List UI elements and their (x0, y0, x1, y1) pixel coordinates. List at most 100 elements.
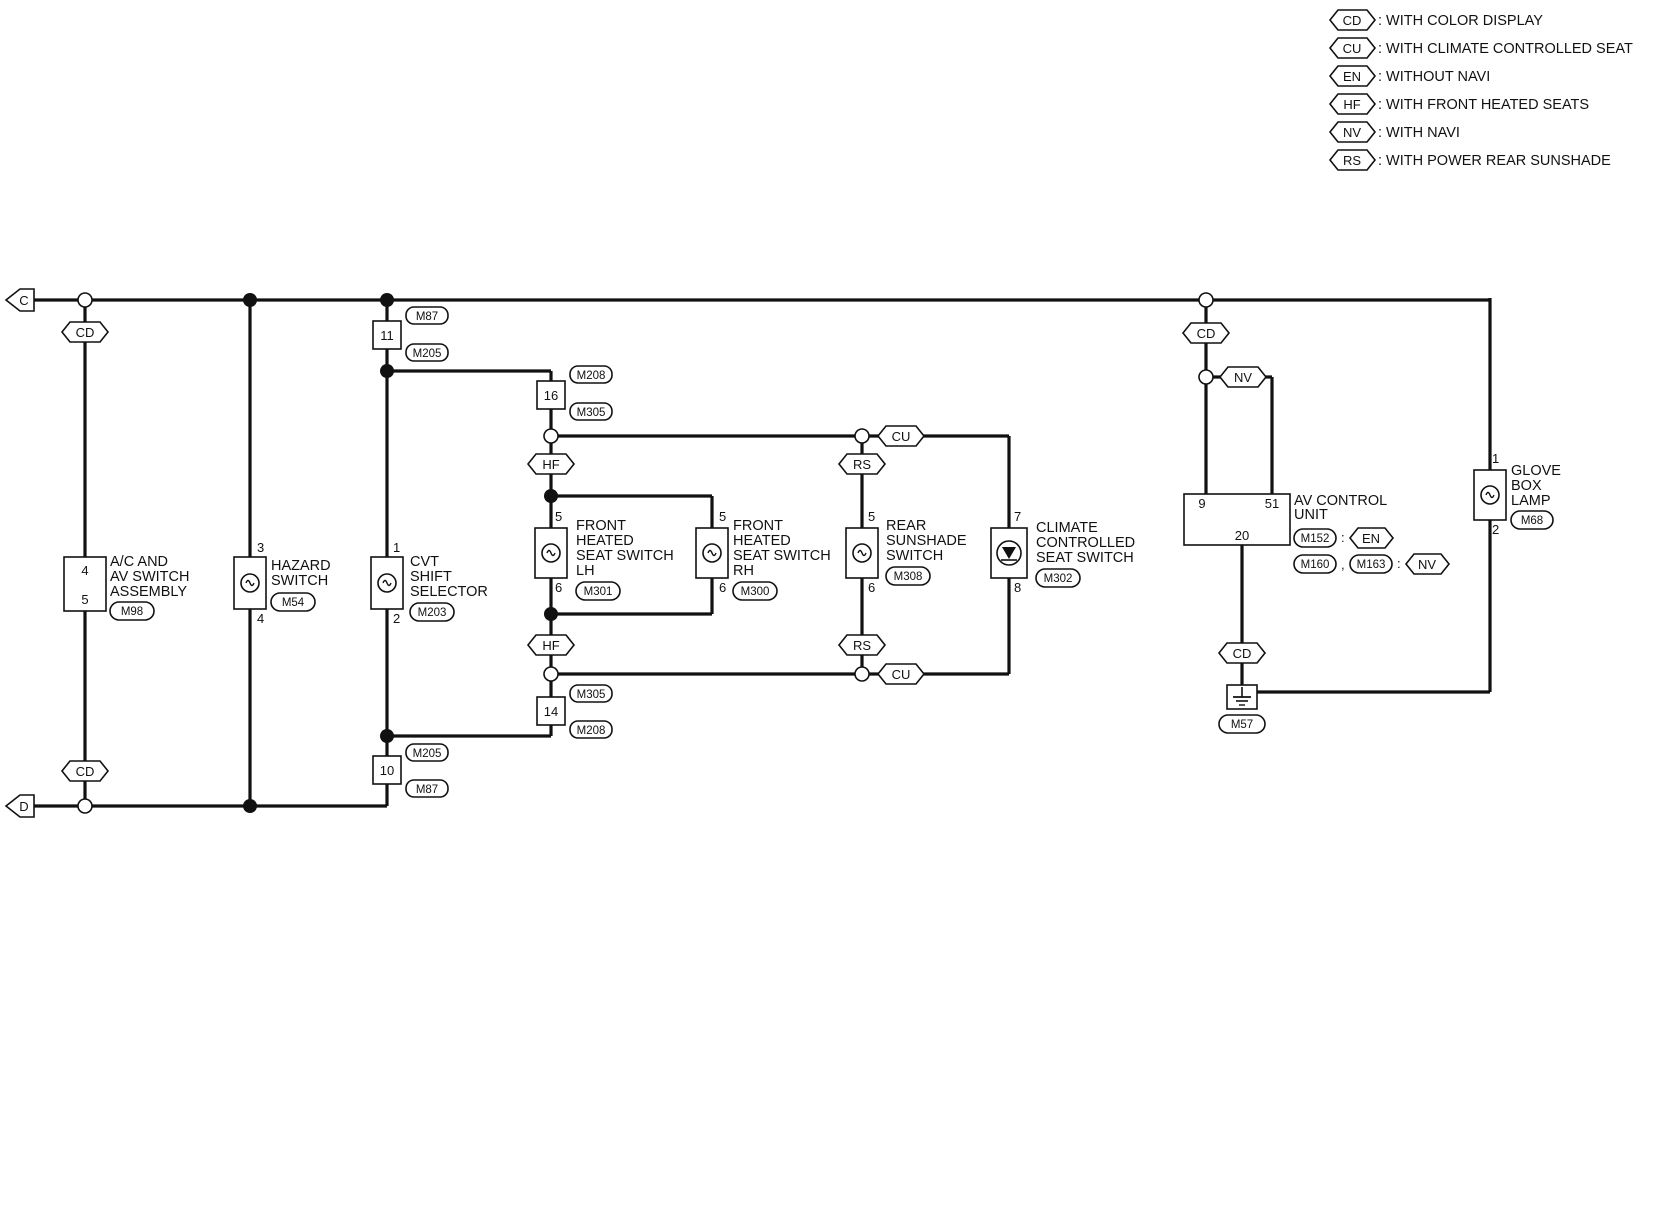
av-control-unit[interactable]: 9 51 20 AV CONTROL UNIT M152 : EN M160 ,… (1183, 493, 1451, 575)
front-heated-seat-switch-lh[interactable]: 5 6 FRONT HEATED SEAT SWITCH LH M301 (534, 509, 674, 601)
svg-text:5: 5 (81, 592, 88, 607)
legend-text: : WITH NAVI (1378, 125, 1460, 141)
svg-text:SWITCH: SWITCH (886, 548, 943, 564)
led-icon (996, 540, 1022, 566)
svg-text:SWITCH: SWITCH (271, 573, 328, 589)
option-splice (77, 292, 93, 308)
lamp-icon (541, 543, 561, 563)
connector-id: M160 (1301, 559, 1330, 571)
connector-id: M305 (577, 407, 606, 419)
svg-text:CU: CU (892, 429, 911, 444)
glove-box-lamp[interactable]: 1 2 GLOVE BOX LAMP M68 (1473, 451, 1561, 537)
lamp-icon (377, 573, 397, 593)
svg-text::: : (1341, 530, 1345, 545)
connector-id: M57 (1231, 719, 1253, 731)
connector-id: M163 (1357, 559, 1386, 571)
svg-text:CD: CD (1197, 326, 1216, 341)
svg-text:5: 5 (719, 509, 726, 524)
svg-text:NV: NV (1234, 370, 1252, 385)
tag-cu-top: CU (876, 425, 926, 447)
connector-id: M203 (418, 607, 447, 619)
option-tag-shape (1328, 149, 1377, 171)
legend-text: : WITH POWER REAR SUNSHADE (1378, 153, 1611, 169)
splice-dot (243, 293, 257, 307)
joint-connector-lower[interactable]: 10 M205 M87 (372, 743, 449, 798)
svg-text:EN: EN (1362, 531, 1380, 546)
splice-dot (380, 364, 394, 378)
tag-cd-av-top: CD (1181, 322, 1231, 344)
connector-id: M208 (577, 370, 606, 382)
svg-text:AV CONTROL: AV CONTROL (1294, 493, 1387, 509)
tag-cd-ground: CD (1217, 642, 1267, 664)
lamp-icon (702, 543, 722, 563)
svg-text:CVT: CVT (410, 554, 439, 570)
tag-hf-top: HF (526, 453, 576, 475)
tag-cd-ac-top: CD (60, 321, 110, 343)
hazard-switch[interactable]: 3 4 HAZARD SWITCH M54 (233, 540, 331, 626)
offpage-connector-c[interactable]: C (4, 288, 35, 312)
connector-id: M68 (1521, 515, 1543, 527)
climate-controlled-seat-switch[interactable]: 7 8 CLIMATE CONTROLLED SEAT SWITCH M302 (990, 509, 1135, 595)
connector-id: M308 (894, 571, 923, 583)
svg-text:FRONT: FRONT (733, 518, 783, 534)
legend-code: CD (1343, 13, 1362, 28)
svg-text:SHIFT: SHIFT (410, 569, 452, 585)
joint-pin: 14 (544, 704, 558, 719)
svg-text:2: 2 (1492, 522, 1499, 537)
option-splices (77, 292, 1214, 814)
svg-text:HEATED: HEATED (576, 533, 634, 549)
svg-text:REAR: REAR (886, 518, 926, 534)
offpage-connector-d[interactable]: D (4, 794, 35, 818)
legend-code: EN (1343, 69, 1361, 84)
svg-text:3: 3 (257, 540, 264, 555)
tag-rs-top: RS (837, 453, 887, 475)
legend-text: : WITHOUT NAVI (1378, 69, 1490, 85)
cvt-shift-selector[interactable]: 1 2 CVT SHIFT SELECTOR M203 (370, 540, 488, 626)
option-splice (854, 428, 870, 444)
svg-text:A/C AND: A/C AND (110, 554, 168, 570)
joint-connector-upper[interactable]: 11 M87 M205 (372, 306, 449, 362)
svg-text:SEAT SWITCH: SEAT SWITCH (1036, 550, 1134, 566)
svg-text:HF: HF (542, 638, 559, 653)
legend-item-nv: NV : WITH NAVI (1328, 121, 1460, 143)
svg-text:5: 5 (555, 509, 562, 524)
svg-text:CLIMATE: CLIMATE (1036, 520, 1098, 536)
ac-av-switch-assembly[interactable]: 4 5 A/C AND AV SWITCH ASSEMBLY M98 (63, 554, 189, 621)
ground-m57[interactable]: M57 (1218, 684, 1266, 734)
splice-dot (544, 489, 558, 503)
option-splice (543, 666, 559, 682)
front-heated-seat-switch-rh[interactable]: 5 6 FRONT HEATED SEAT SWITCH RH M300 (695, 509, 831, 601)
option-tag-shape (1328, 121, 1377, 143)
legend-item-rs: RS : WITH POWER REAR SUNSHADE (1328, 149, 1611, 171)
joint-connector-seat-upper[interactable]: 16 M208 M305 (536, 365, 613, 421)
joint-connector-seat-lower[interactable]: 14 M305 M208 (536, 684, 613, 739)
svg-text:,: , (1341, 557, 1345, 572)
legend-item-en: EN : WITHOUT NAVI (1328, 65, 1490, 87)
connector-id: M300 (741, 586, 770, 598)
legend: CD : WITH COLOR DISPLAY CU : WITH CLIMAT… (1328, 9, 1633, 171)
rear-sunshade-switch[interactable]: 5 6 REAR SUNSHADE SWITCH M308 (845, 509, 967, 595)
splice-dot (544, 607, 558, 621)
lamp-icon (1480, 485, 1500, 505)
legend-text: : WITH FRONT HEATED SEATS (1378, 97, 1589, 113)
tag-cd-ac-bottom: CD (60, 760, 110, 782)
connector-id: M205 (413, 748, 442, 760)
svg-text:6: 6 (555, 580, 562, 595)
svg-text:LAMP: LAMP (1511, 493, 1551, 509)
legend-item-cu: CU : WITH CLIMATE CONTROLLED SEAT (1328, 37, 1633, 59)
connector-id: M208 (577, 725, 606, 737)
svg-text:CD: CD (76, 325, 95, 340)
svg-text:CONTROLLED: CONTROLLED (1036, 535, 1135, 551)
splices (243, 293, 558, 813)
connector-id: M152 (1301, 533, 1330, 545)
svg-text:RS: RS (853, 638, 871, 653)
svg-text:CD: CD (76, 764, 95, 779)
svg-text:8: 8 (1014, 580, 1021, 595)
legend-item-hf: HF : WITH FRONT HEATED SEATS (1328, 93, 1589, 115)
svg-text:BOX: BOX (1511, 478, 1542, 494)
svg-text:SEAT SWITCH: SEAT SWITCH (733, 548, 831, 564)
svg-text:5: 5 (868, 509, 875, 524)
legend-code: CU (1343, 41, 1362, 56)
svg-text:9: 9 (1198, 496, 1205, 511)
